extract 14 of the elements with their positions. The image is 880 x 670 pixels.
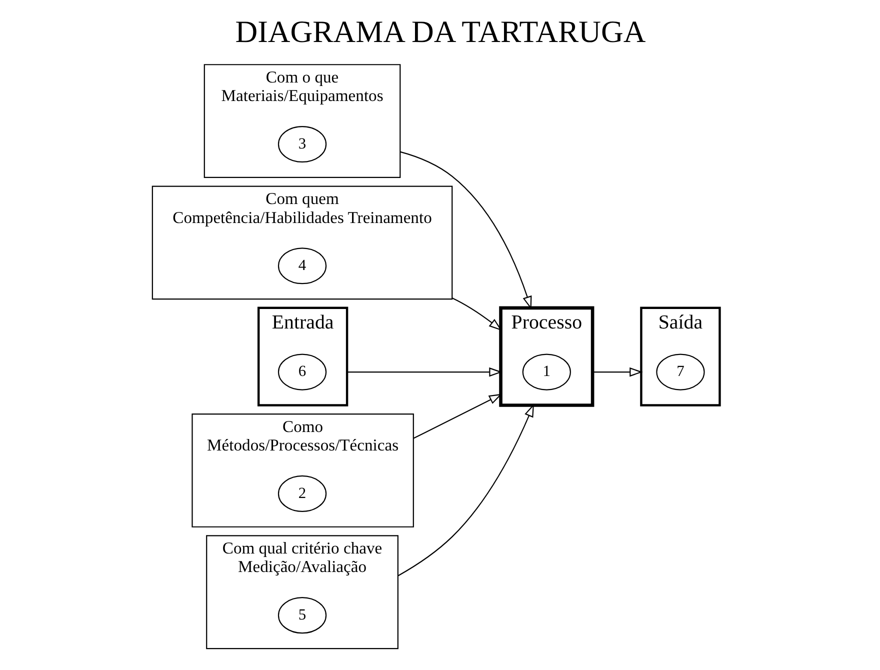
node-ellipse: 2 bbox=[277, 475, 326, 512]
arrow bbox=[397, 404, 534, 576]
node-ellipse: 4 bbox=[277, 248, 326, 284]
node-ellipse: 1 bbox=[522, 354, 570, 390]
node-ellipse: 5 bbox=[277, 597, 326, 634]
arrow bbox=[346, 367, 502, 377]
diagram-title: DIAGRAMA DA TARTARUGA bbox=[234, 14, 646, 49]
arrow bbox=[592, 367, 642, 377]
arrow bbox=[399, 151, 532, 310]
arrow bbox=[412, 394, 502, 439]
node-ellipse: 3 bbox=[277, 126, 326, 163]
node-ellipse: 6 bbox=[277, 354, 326, 390]
node-ellipse: 7 bbox=[656, 354, 704, 390]
arrow bbox=[451, 297, 502, 331]
